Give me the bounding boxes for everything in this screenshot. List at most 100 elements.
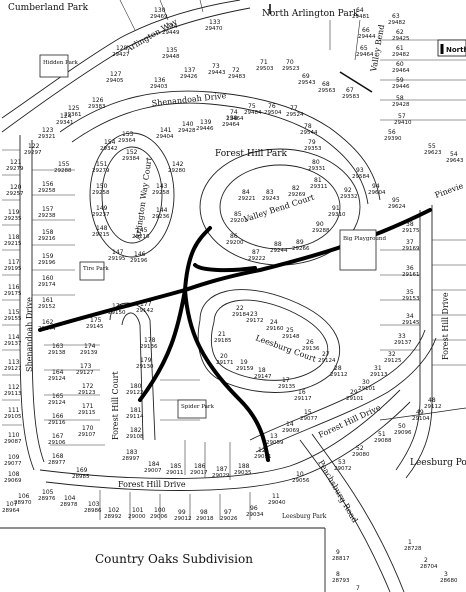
lot-address: 29503 — [256, 66, 274, 72]
lot-address: 29150 — [108, 310, 126, 316]
lot-address: 29113 — [370, 372, 388, 378]
lot-number: 146 — [134, 251, 146, 258]
lot-address: 29137 — [394, 340, 412, 346]
lot-address: 29200 — [226, 240, 244, 246]
lot-address: 29127 — [4, 366, 22, 372]
lot-number: 7 — [356, 585, 360, 592]
lot-number: 144 — [156, 207, 168, 214]
lot-address: 29482 — [388, 20, 406, 26]
lot-number: 150 — [96, 183, 108, 190]
lot-address: 29160 — [266, 326, 284, 332]
lot-number: 34 — [406, 313, 414, 320]
lot-address: 29171 — [216, 360, 234, 366]
lot-address: 29107 — [78, 432, 96, 438]
lot-address: 29449 — [162, 30, 180, 36]
spider-park-label: Spider Park — [181, 404, 215, 410]
lot-number: 57 — [398, 113, 406, 120]
lot-number: 119 — [8, 209, 20, 216]
lot-address: 29114 — [126, 414, 144, 420]
lot-address: 29123 — [78, 390, 96, 396]
lot-address: 29069 — [4, 478, 22, 484]
lot-number: 10 — [296, 471, 304, 478]
lot-address: 29427 — [112, 52, 130, 58]
park-labels: Cumberland Park North Arlington Park For… — [8, 3, 466, 468]
lot-address: 29115 — [78, 410, 96, 416]
lot-address: 29040 — [268, 500, 286, 506]
lot-number: 102 — [108, 507, 120, 514]
lot-number: 56 — [388, 129, 396, 136]
lot-number: 160 — [42, 275, 54, 282]
lot-address: 29470 — [205, 26, 223, 32]
lot-address: 29145 — [86, 324, 104, 330]
lot-number: 99 — [178, 509, 186, 516]
lot-number: 48 — [428, 397, 436, 404]
lot-number: 183 — [126, 449, 138, 456]
big-playground-label: Big Playground — [343, 236, 386, 242]
forest-hill-court-label: Forest Hill Court — [111, 371, 120, 440]
lot-number: 8 — [336, 571, 340, 578]
lot-number: 21 — [218, 331, 226, 338]
lot-number: 13 — [270, 433, 278, 440]
lot-number: 25 — [286, 327, 294, 334]
lot-address: 29072 — [334, 466, 352, 472]
lot-address: 28964 — [2, 508, 20, 514]
lot-address: 29153 — [402, 296, 420, 302]
lot-address: 29446 — [196, 126, 214, 132]
lot-address: 29029 — [212, 473, 230, 479]
lot-address: 29243 — [262, 196, 280, 202]
pond-edge — [379, 407, 466, 421]
lot-address: 29195 — [4, 266, 22, 272]
lot-address: 28793 — [332, 578, 350, 584]
lot-number: 117 — [8, 259, 20, 266]
lot-number: 170 — [82, 425, 94, 432]
lot-address: 28970 — [14, 500, 32, 506]
lot-address: 29523 — [282, 66, 300, 72]
lot-address: 29624 — [388, 204, 406, 210]
lot-number: 94 — [372, 183, 380, 190]
lot-number: 164 — [52, 369, 64, 376]
lot-address: 29148 — [282, 334, 300, 340]
lot-address: 29464 — [356, 52, 374, 58]
lot-address: 29321 — [38, 134, 56, 140]
lot-number: 59 — [396, 77, 404, 84]
lot-address: 29196 — [130, 258, 148, 264]
lot-number: 167 — [52, 433, 64, 440]
lot-number: 69 — [302, 73, 310, 80]
lot-address: 29384 — [122, 156, 140, 162]
